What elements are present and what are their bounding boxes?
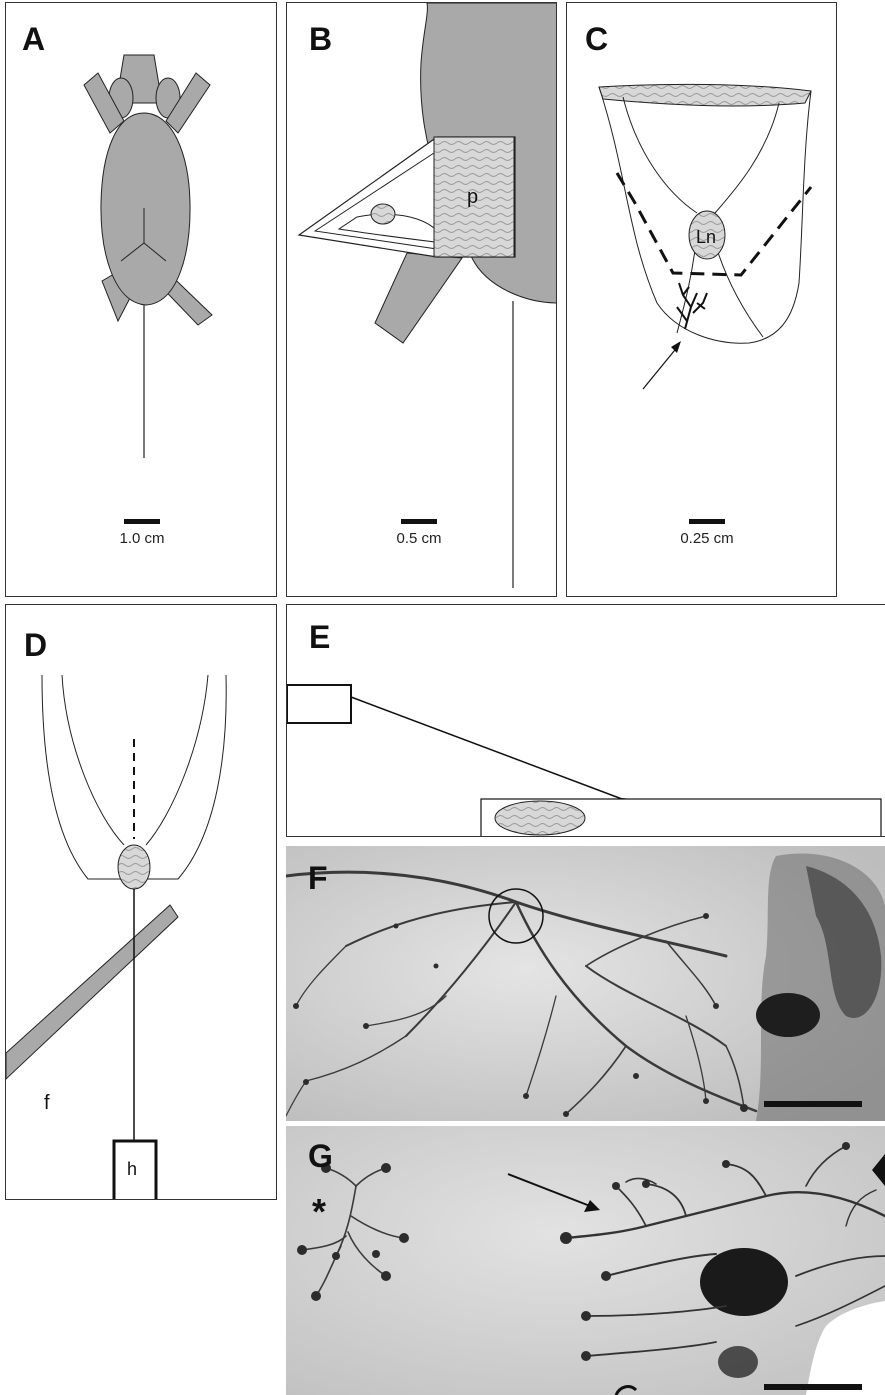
wholemount-photo-f: [286, 846, 885, 1121]
fat-pad-top: [599, 84, 811, 106]
lymph-node-d: [118, 845, 150, 889]
panel-f-photo: F: [286, 846, 885, 1121]
mouse-body-diagram: [6, 3, 277, 597]
lymph-node: [371, 204, 395, 224]
wholemount-photo-g: [286, 1126, 885, 1395]
lymph-node-photo-g: [700, 1248, 788, 1316]
scale-label-b: 0.5 cm: [359, 530, 479, 547]
mouse-hindlimb: [375, 253, 462, 343]
mouse-trunk: [101, 113, 190, 305]
ductal-tree: [677, 283, 707, 329]
scale-bar-g: [764, 1384, 862, 1390]
panel-c: C Ln: [566, 2, 837, 597]
lymph-node-label: Ln: [696, 227, 716, 247]
wholemount-setup-diagram: f h: [6, 605, 277, 1200]
region-p-label: p: [467, 186, 478, 208]
scale-label-a: 1.0 cm: [82, 530, 202, 547]
holder-block: [287, 685, 351, 723]
panel-g-photo: G *: [286, 1126, 885, 1395]
forceps: [6, 905, 178, 1079]
panel-b: B p 0.5 cm: [286, 2, 557, 597]
panel-a: A 1.0 cm: [5, 2, 277, 597]
side-view-diagram: [287, 605, 885, 837]
holder-label: h: [127, 1159, 137, 1179]
arrow-c: [643, 345, 679, 389]
scale-bar-f: [764, 1101, 862, 1107]
scale-bar-b: 0.5 cm: [359, 519, 479, 547]
asterisk-marker: *: [312, 1194, 326, 1230]
fat-pad-diagram: Ln: [567, 3, 837, 597]
lymph-node-photo-f: [756, 993, 820, 1037]
panel-e: E: [286, 604, 885, 837]
needle-side: [351, 697, 622, 799]
lymph-node-e: [495, 801, 585, 835]
forceps-label: f: [44, 1092, 50, 1114]
scale-label-c: 0.25 cm: [647, 530, 767, 547]
dissection-diagram: p: [287, 3, 557, 597]
panel-g-label: G: [308, 1140, 333, 1172]
scale-bar-a: 1.0 cm: [82, 519, 202, 547]
panel-f-label: F: [308, 862, 328, 894]
scale-bar-c: 0.25 cm: [647, 519, 767, 547]
panel-d: D f h: [5, 604, 277, 1200]
